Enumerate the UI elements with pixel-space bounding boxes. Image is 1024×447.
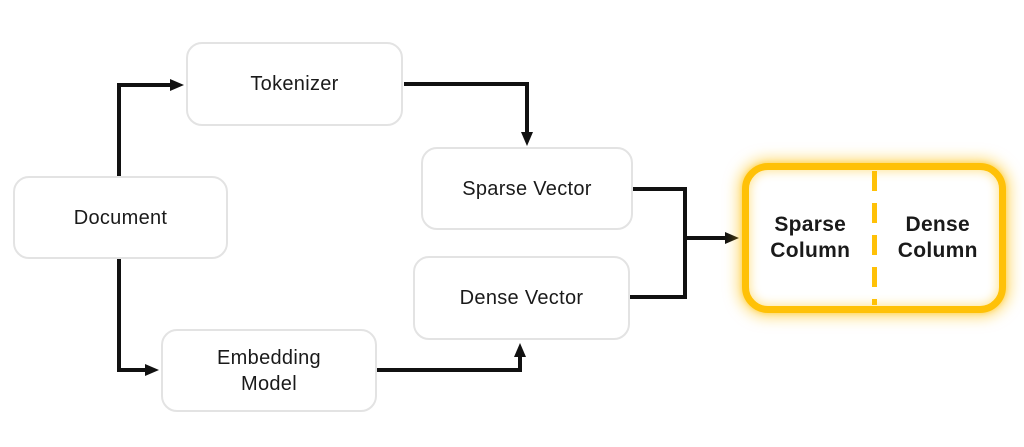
connector-dense-vector-to-junction [630, 236, 687, 299]
node-sparse-vector: Sparse Vector [421, 147, 633, 230]
node-document: Document [13, 176, 228, 259]
dense-column-label: Dense Column [897, 212, 978, 262]
node-document-label: Document [73, 206, 168, 229]
sparse-column-label: Sparse Column [770, 212, 851, 262]
storage-dense-column-cell: Dense Column [877, 170, 1000, 306]
node-dense-vector: Dense Vector [413, 256, 630, 340]
arrow-tokenizer-to-sparse-vector [404, 82, 533, 146]
node-tokenizer: Tokenizer [186, 42, 403, 126]
arrow-document-to-embedding-model [117, 258, 159, 376]
arrow-document-to-tokenizer [117, 79, 184, 177]
column-divider [871, 171, 877, 305]
connector-sparse-vector-to-junction [633, 187, 687, 240]
node-tokenizer-label: Tokenizer [250, 73, 339, 95]
node-embedding-model: Embedding Model [161, 329, 377, 412]
node-storage-columns: Sparse Column Dense Column [742, 163, 1006, 313]
storage-sparse-column-cell: Sparse Column [749, 170, 872, 306]
node-embedding-model-label: Embedding Model [217, 346, 321, 395]
arrow-embedding-model-to-dense-vector [377, 343, 526, 372]
node-sparse-vector-label: Sparse Vector [462, 177, 592, 200]
node-dense-vector-label: Dense Vector [459, 287, 584, 309]
